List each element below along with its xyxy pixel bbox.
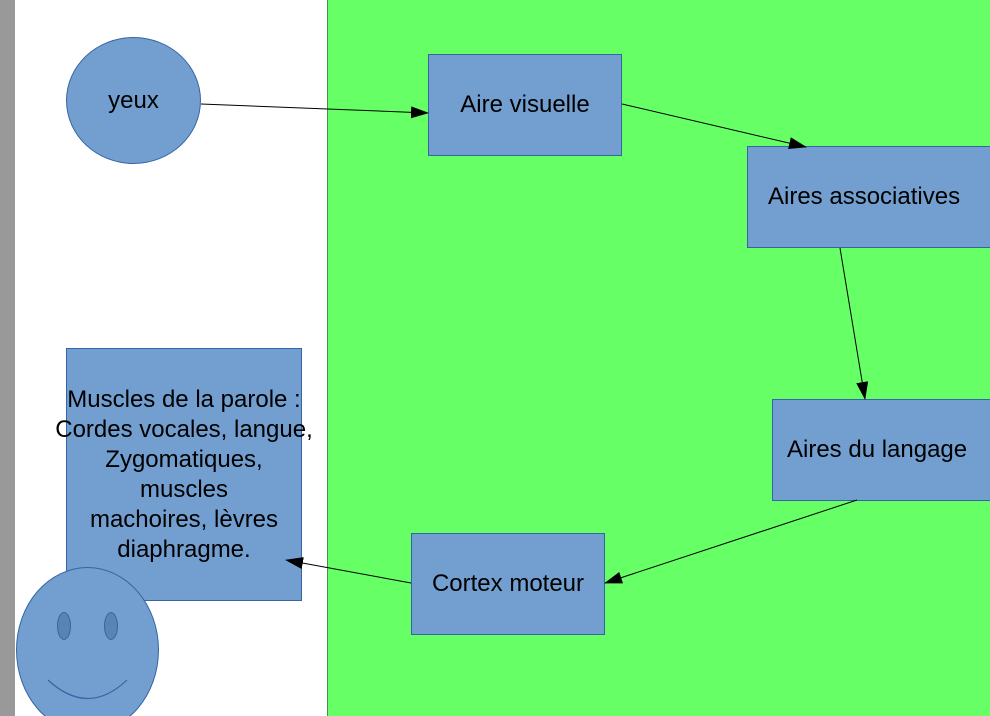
node-motor-cortex[interactable]: Cortex moteur (411, 533, 605, 635)
node-muscles-label: Muscles de la parole : Cordes vocales, l… (28, 385, 340, 565)
node-motor-cortex-label: Cortex moteur (431, 570, 585, 597)
smiley-left-eye (57, 612, 71, 640)
node-visual-area-label: Aire visuelle (460, 91, 590, 118)
muscles-line: Muscles de la parole : (67, 386, 301, 413)
node-language-areas-label: Aires du langage (787, 436, 968, 463)
left-margin-bar (0, 0, 15, 716)
muscles-line: muscles (139, 476, 229, 503)
muscles-line: Zygomatiques, (105, 446, 263, 473)
smiley-right-eye (104, 612, 118, 640)
zone-divider (327, 0, 328, 716)
node-visual-area[interactable]: Aire visuelle (428, 54, 622, 156)
node-associative-areas-label: Aires associatives (768, 183, 961, 210)
smiley-mouth (47, 679, 128, 700)
node-eyes-label: yeux (108, 86, 159, 114)
muscles-line: machoires, lèvres (89, 506, 279, 533)
node-language-areas[interactable]: Aires du langage (772, 399, 990, 501)
muscles-line: Cordes vocales, langue, (55, 416, 313, 443)
node-eyes[interactable]: yeux (66, 37, 201, 164)
node-associative-areas[interactable]: Aires associatives (747, 146, 990, 248)
node-muscles[interactable] (66, 348, 302, 601)
smiley-face (16, 567, 159, 716)
muscles-line: diaphragme. (117, 536, 251, 563)
